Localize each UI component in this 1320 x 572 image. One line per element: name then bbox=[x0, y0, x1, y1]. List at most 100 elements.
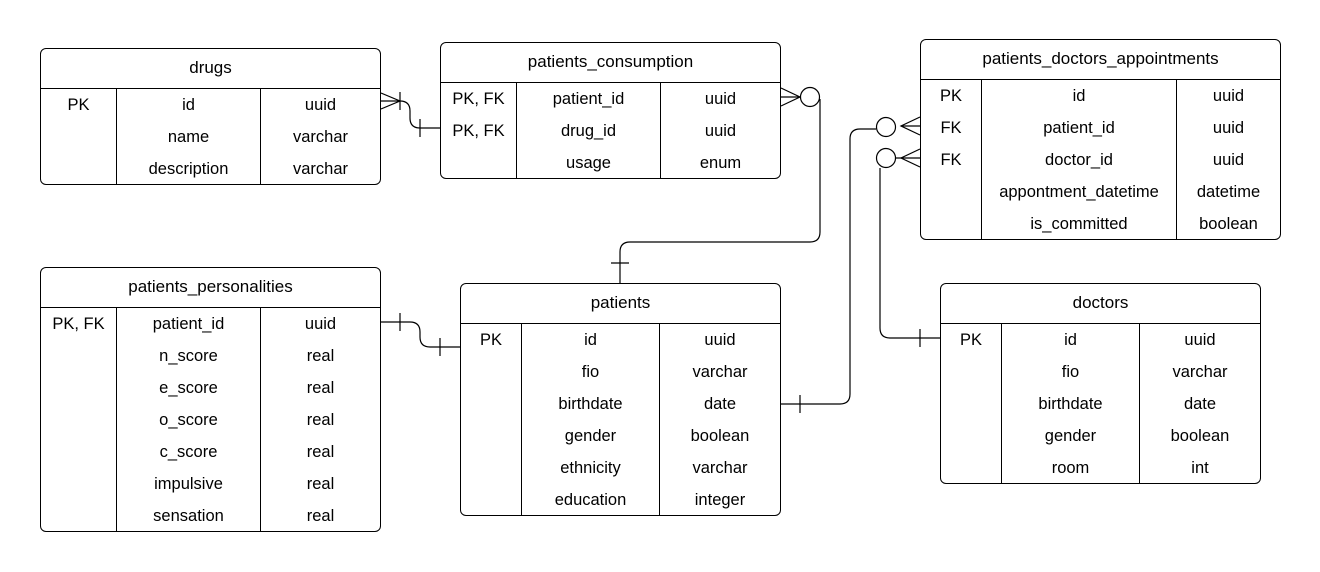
column-name: e_score bbox=[159, 379, 218, 397]
column-name: is_committed bbox=[1030, 215, 1128, 233]
column-name: fio bbox=[581, 363, 600, 381]
column-name: room bbox=[1051, 459, 1090, 477]
key-label bbox=[41, 404, 116, 436]
relationship-drugs-consumption bbox=[380, 92, 440, 137]
column-type: uuid bbox=[704, 331, 736, 349]
column-type: date bbox=[703, 395, 737, 413]
column-name: id bbox=[584, 331, 597, 349]
column-name: description bbox=[148, 160, 229, 178]
column-name: n_score bbox=[159, 347, 218, 365]
key-label bbox=[941, 420, 1001, 452]
key-label bbox=[461, 484, 521, 516]
key-label: PK, FK bbox=[452, 90, 505, 108]
key-label bbox=[41, 500, 116, 532]
column-type: boolean bbox=[1170, 427, 1230, 445]
entity-title: patients_personalities bbox=[41, 268, 380, 308]
column-type: integer bbox=[694, 491, 746, 509]
entity-title: patients_doctors_appointments bbox=[921, 40, 1280, 80]
column-name: id bbox=[1064, 331, 1077, 349]
column-name: ethnicity bbox=[560, 459, 621, 477]
column-name: gender bbox=[1044, 427, 1097, 445]
column-name: education bbox=[554, 491, 627, 509]
column-type: uuid bbox=[704, 122, 737, 140]
key-label: PK bbox=[939, 87, 962, 105]
column-type: uuid bbox=[704, 90, 737, 108]
entity-patients-consumption[interactable]: patients_consumption PK, FK PK, FK patie… bbox=[440, 42, 781, 179]
key-label bbox=[941, 388, 1001, 420]
entity-drugs[interactable]: drugs PK id name description uuid varcha… bbox=[40, 48, 381, 185]
column-type: boolean bbox=[690, 427, 750, 445]
entity-title: doctors bbox=[941, 284, 1260, 324]
column-name: patient_id bbox=[152, 315, 225, 333]
key-label bbox=[41, 340, 116, 372]
column-name: birthdate bbox=[1038, 395, 1103, 413]
entity-title: patients bbox=[461, 284, 780, 324]
column-type: real bbox=[306, 411, 335, 429]
key-label: PK bbox=[959, 331, 982, 349]
column-name: id bbox=[182, 96, 195, 114]
column-type: uuid bbox=[1212, 151, 1245, 169]
column-type: real bbox=[306, 443, 335, 461]
column-name: patient_id bbox=[552, 90, 625, 108]
column-name: drug_id bbox=[560, 122, 617, 140]
column-type: datetime bbox=[1196, 183, 1261, 201]
column-name: usage bbox=[566, 154, 611, 172]
column-type: uuid bbox=[1212, 87, 1245, 105]
key-label: PK bbox=[67, 96, 90, 114]
entity-patients-doctors-appointments[interactable]: patients_doctors_appointments PK FK FK i… bbox=[920, 39, 1281, 240]
key-label bbox=[921, 176, 981, 208]
key-label: FK bbox=[940, 119, 962, 137]
column-type: enum bbox=[699, 154, 742, 172]
column-name: fio bbox=[1061, 363, 1080, 381]
key-label bbox=[41, 121, 116, 153]
key-label: PK, FK bbox=[52, 315, 105, 333]
column-type: uuid bbox=[1212, 119, 1245, 137]
entity-patients-personalities[interactable]: patients_personalities PK, FK patient_id… bbox=[40, 267, 381, 532]
key-label bbox=[941, 452, 1001, 484]
column-name: gender bbox=[564, 427, 617, 445]
column-name: appontment_datetime bbox=[999, 183, 1159, 201]
key-label bbox=[461, 452, 521, 484]
column-type: varchar bbox=[692, 459, 748, 477]
key-label: PK bbox=[479, 331, 502, 349]
column-name: patient_id bbox=[1043, 119, 1115, 137]
column-type: varchar bbox=[692, 363, 748, 381]
column-type: real bbox=[306, 475, 335, 493]
column-type: uuid bbox=[1184, 331, 1216, 349]
entity-title: drugs bbox=[41, 49, 380, 89]
column-name: id bbox=[1072, 87, 1086, 105]
entity-title: patients_consumption bbox=[441, 43, 780, 83]
key-label bbox=[461, 356, 521, 388]
key-label bbox=[441, 147, 516, 179]
key-label bbox=[41, 436, 116, 468]
relationship-patients-personalities bbox=[381, 313, 460, 356]
key-label: FK bbox=[940, 151, 962, 169]
column-name: birthdate bbox=[558, 395, 623, 413]
column-type: boolean bbox=[1199, 215, 1258, 233]
column-name: sensation bbox=[153, 507, 224, 525]
column-type: varchar bbox=[1172, 363, 1228, 381]
entity-doctors[interactable]: doctors PK id fio birthdate gender room … bbox=[940, 283, 1261, 484]
column-type: real bbox=[306, 507, 335, 525]
key-label bbox=[461, 420, 521, 452]
column-type: uuid bbox=[304, 96, 337, 114]
relationship-patients-appointments bbox=[781, 116, 921, 413]
column-name: c_score bbox=[159, 443, 218, 461]
column-type: uuid bbox=[304, 315, 337, 333]
column-type: varchar bbox=[292, 128, 349, 146]
key-label: PK, FK bbox=[452, 122, 505, 140]
column-name: doctor_id bbox=[1045, 151, 1113, 169]
key-label bbox=[921, 208, 981, 240]
key-label bbox=[41, 153, 116, 185]
column-type: date bbox=[1183, 395, 1217, 413]
column-name: impulsive bbox=[154, 475, 223, 493]
key-label bbox=[41, 372, 116, 404]
column-type: real bbox=[306, 379, 335, 397]
column-name: name bbox=[167, 128, 210, 146]
entity-patients[interactable]: patients PK id fio birthdate gender ethn… bbox=[460, 283, 781, 516]
key-label bbox=[41, 468, 116, 500]
key-label bbox=[941, 356, 1001, 388]
column-type: real bbox=[306, 347, 335, 365]
column-name: o_score bbox=[159, 411, 218, 429]
key-label bbox=[461, 388, 521, 420]
